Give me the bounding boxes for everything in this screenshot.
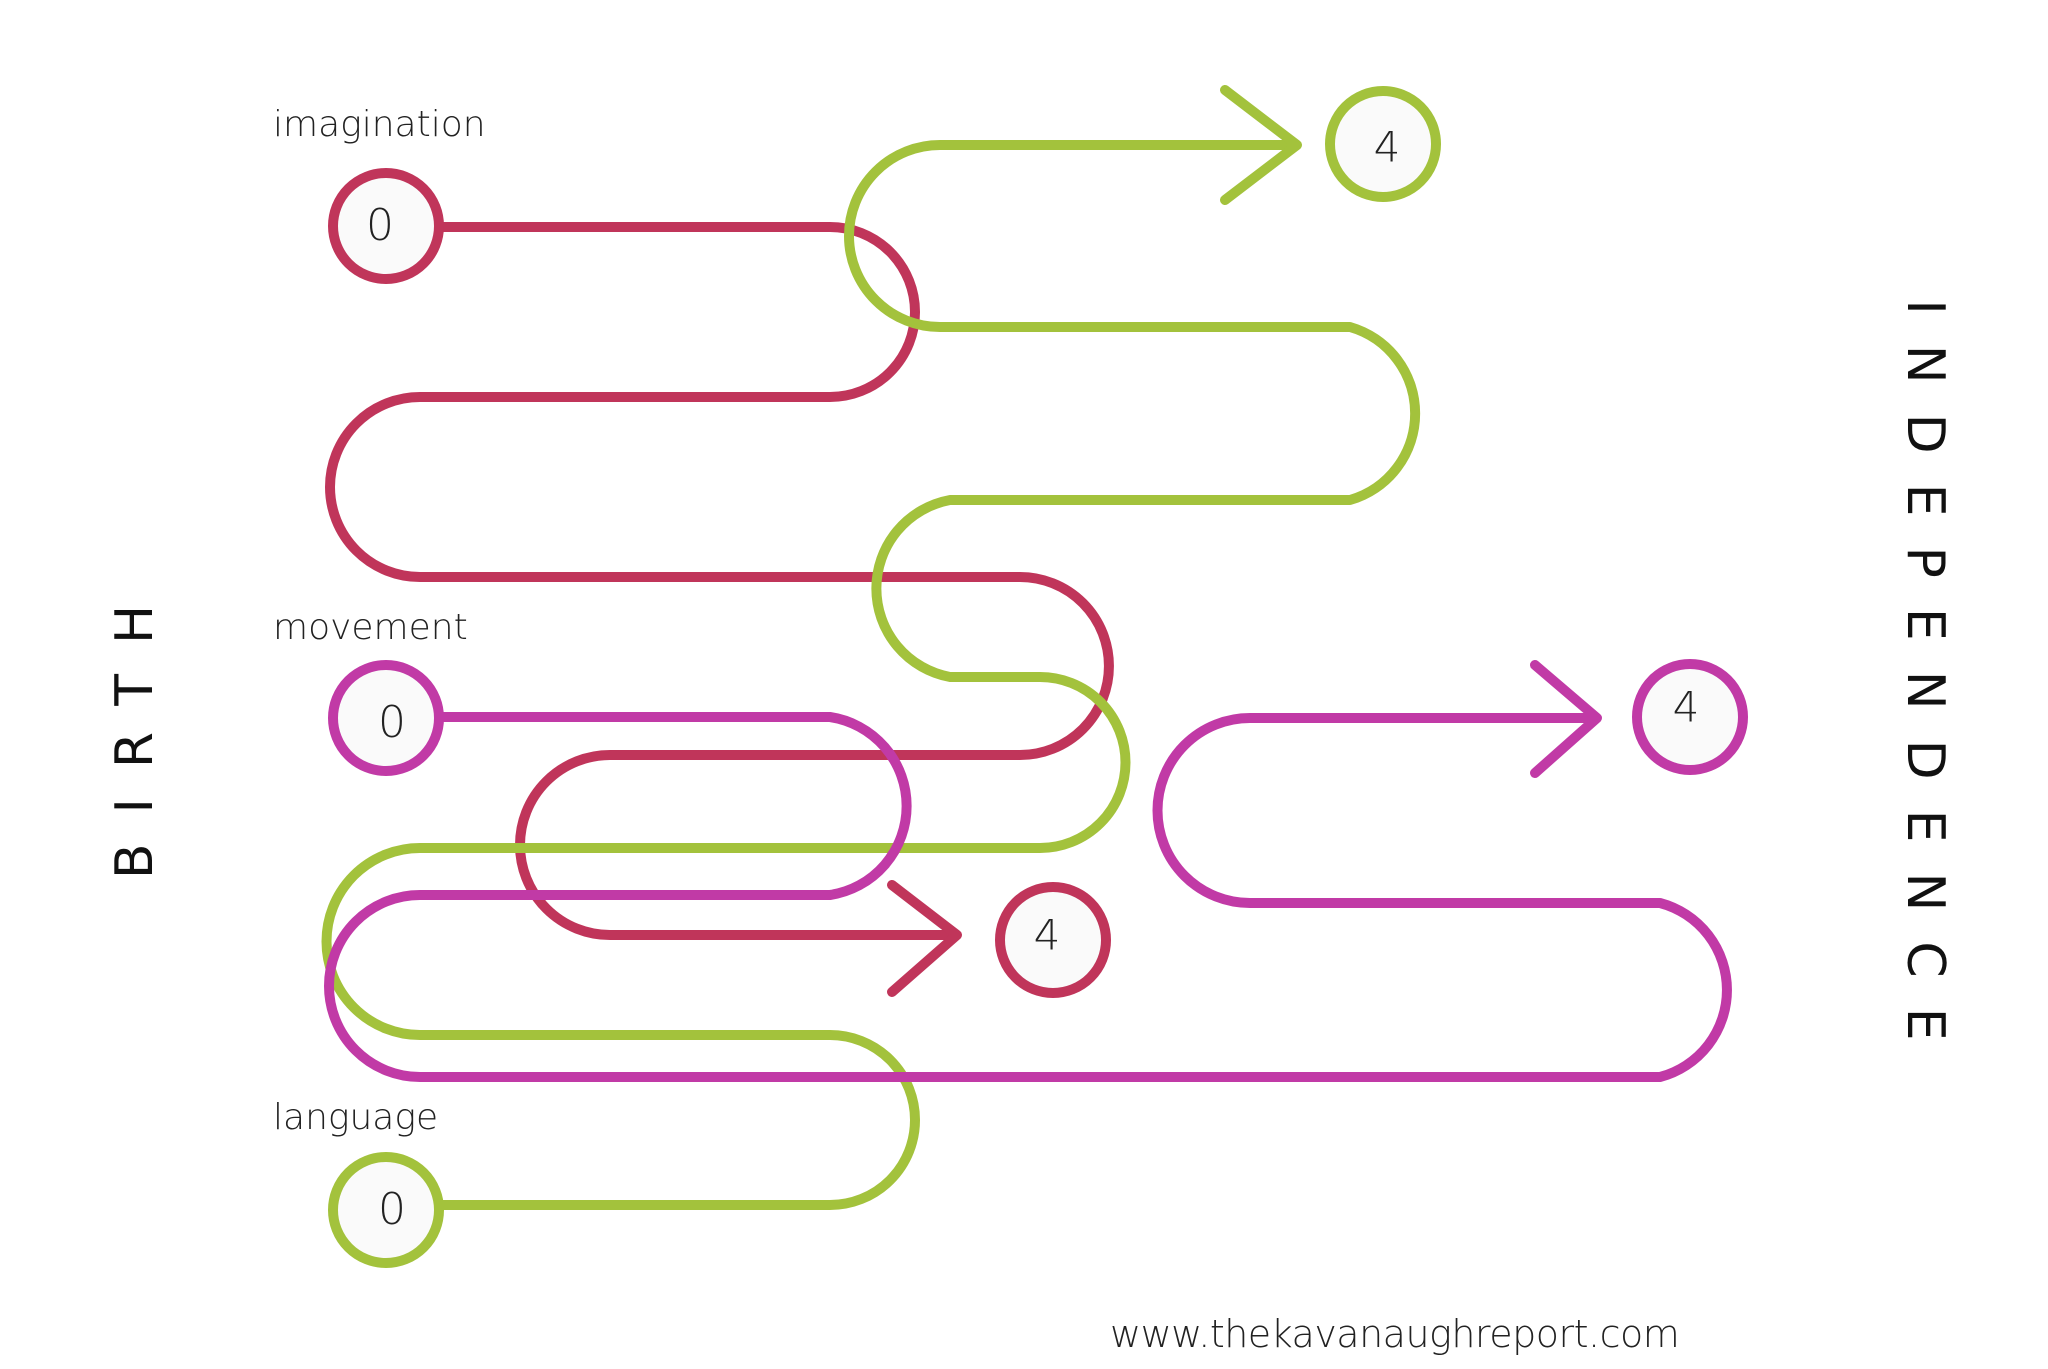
movement-start-value: 0 xyxy=(378,697,406,748)
movement-path xyxy=(324,712,1732,1082)
imagination-start-value: 0 xyxy=(366,200,394,251)
language-end-value: 4 xyxy=(1374,123,1401,172)
movement-label: movement xyxy=(273,607,468,648)
independence-side-label: INDEPENDENCE xyxy=(1895,299,1955,1071)
website-url: www.thekavanaughreport.com xyxy=(1110,1312,1680,1356)
movement-end-value: 4 xyxy=(1673,683,1700,732)
imagination-label: imagination xyxy=(273,104,486,145)
language-arrowhead xyxy=(1220,85,1302,205)
language-start-value: 0 xyxy=(378,1184,406,1235)
imagination-arrowhead xyxy=(887,880,962,997)
language-start-node: 0 xyxy=(328,1152,444,1268)
imagination-path xyxy=(325,222,1114,940)
language-path xyxy=(321,140,1421,1210)
imagination-start-node: 0 xyxy=(328,168,444,284)
movement-end-node: 4 xyxy=(1632,659,1748,775)
imagination-end-node: 4 xyxy=(995,882,1111,998)
imagination-end-value: 4 xyxy=(1034,911,1061,960)
movement-start-node: 0 xyxy=(328,660,444,776)
language-label: language xyxy=(273,1097,439,1138)
language-end-node: 4 xyxy=(1325,86,1441,202)
movement-arrowhead xyxy=(1530,660,1602,778)
birth-side-label: BIRTH xyxy=(105,574,165,880)
